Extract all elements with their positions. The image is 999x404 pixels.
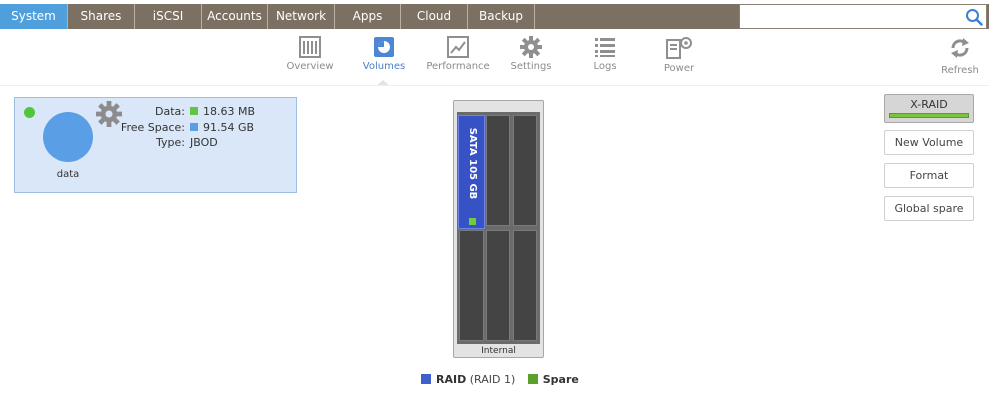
global-spare-button[interactable]: Global spare (884, 196, 974, 221)
legend-raid-level: (RAID 1) (466, 373, 516, 386)
enclosure-bays (457, 112, 540, 344)
subnav-settings-label: Settings (510, 61, 552, 72)
overview-icon (299, 36, 321, 58)
volume-settings-gear-icon[interactable] (96, 101, 122, 127)
gear-icon (520, 36, 542, 58)
legend-spare: Spare (542, 373, 579, 386)
search-box (739, 4, 987, 29)
stat-free-text: 91.54 GB (203, 121, 255, 134)
power-icon (666, 37, 692, 59)
subnav-power[interactable]: Power (639, 36, 719, 74)
stat-free-value: 91.54 GB (190, 121, 254, 134)
refresh-button[interactable]: Refresh (937, 37, 983, 76)
performance-icon (447, 36, 469, 58)
refresh-icon (951, 38, 969, 58)
subnav-power-label: Power (663, 63, 695, 74)
disk-drive-slot-1[interactable]: SATA 105 GB (458, 115, 485, 229)
stat-free-label: Free Space: (120, 121, 185, 134)
search-icon[interactable] (965, 8, 983, 26)
data-swatch (190, 107, 198, 115)
tab-system[interactable]: System (0, 4, 68, 29)
empty-bay[interactable] (459, 230, 484, 341)
disk-status-led (469, 218, 476, 225)
xraid-button[interactable]: X-RAID (884, 94, 974, 123)
subnav-overview-label: Overview (286, 61, 334, 72)
volume-usage-pie (43, 112, 93, 162)
subnav-volumes[interactable]: Volumes (344, 36, 424, 72)
disk-enclosure: SATA 105 GB Internal (453, 100, 544, 358)
subnav-volumes-label: Volumes (362, 61, 406, 72)
subnav-logs-label: Logs (593, 61, 617, 72)
tab-apps[interactable]: Apps (335, 4, 401, 29)
tab-network[interactable]: Network (268, 4, 335, 29)
subnav-settings[interactable]: Settings (491, 36, 571, 72)
empty-bay[interactable] (513, 230, 537, 341)
stat-data-value: 18.63 MB (190, 105, 255, 118)
disk-legend: RAID (RAID 1) Spare (421, 373, 579, 386)
subnav-performance[interactable]: Performance (418, 36, 498, 72)
volume-card[interactable]: data Data: 18.63 MB Free Space: 91.54 GB (14, 97, 297, 193)
xraid-status-bar (889, 113, 969, 118)
stat-data-label: Data: (155, 105, 185, 118)
volumes-icon (374, 37, 394, 57)
tab-iscsi[interactable]: iSCSI (135, 4, 202, 29)
raid-swatch (421, 374, 431, 384)
stat-type-value: JBOD (190, 136, 218, 149)
status-indicator (24, 107, 35, 118)
list-icon (595, 38, 615, 57)
subnav-performance-label: Performance (426, 61, 490, 72)
subnav-divider (0, 85, 989, 86)
empty-bay[interactable] (513, 115, 537, 226)
legend-raid: RAID (436, 373, 467, 386)
xraid-label: X-RAID (910, 98, 948, 111)
search-input[interactable] (740, 5, 960, 28)
active-tab-caret (376, 80, 390, 86)
new-volume-button[interactable]: New Volume (884, 130, 974, 155)
stat-type-label: Type: (156, 136, 185, 149)
refresh-label: Refresh (941, 65, 979, 76)
disk-label: SATA 105 GB (467, 127, 478, 200)
empty-bay[interactable] (486, 115, 510, 226)
subnav-logs[interactable]: Logs (565, 36, 645, 72)
tab-shares[interactable]: Shares (68, 4, 135, 29)
empty-bay[interactable] (486, 230, 510, 341)
free-swatch (190, 123, 198, 131)
tab-cloud[interactable]: Cloud (401, 4, 468, 29)
spare-swatch (527, 374, 538, 384)
stat-data-text: 18.63 MB (203, 105, 256, 118)
subnav-overview[interactable]: Overview (270, 36, 350, 72)
enclosure-label: Internal (481, 346, 516, 356)
tab-backup[interactable]: Backup (468, 4, 535, 29)
tab-accounts[interactable]: Accounts (202, 4, 268, 29)
format-button[interactable]: Format (884, 163, 974, 188)
volume-name: data (56, 169, 80, 180)
